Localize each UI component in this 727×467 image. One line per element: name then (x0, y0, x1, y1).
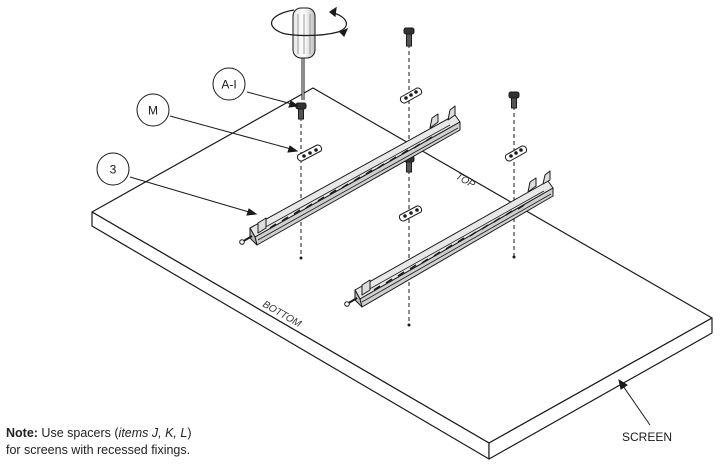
callout-m-label: M (148, 104, 158, 118)
rotation-arrow-icon (270, 6, 349, 38)
note-items: items J, K, L (118, 426, 188, 440)
spacers (296, 87, 528, 222)
spacer-note: Note: Use spacers (items J, K, L) for sc… (6, 425, 192, 459)
panel-side-face (488, 317, 713, 460)
spacer-middle (398, 205, 423, 222)
screw-top-center (403, 27, 415, 47)
callout-3-label: 3 (110, 163, 117, 177)
rail-right-slots (373, 204, 525, 291)
callout-a-i-label: A-I (221, 78, 236, 92)
spacer-top-center (399, 87, 423, 104)
screw-right (508, 91, 520, 109)
note-text-2: ) (187, 426, 192, 440)
spacer-right (504, 145, 528, 162)
note-line-1: Note: Use spacers (items J, K, L) (6, 425, 192, 442)
callout-3: 3 (96, 152, 130, 186)
rail-left-slots (269, 136, 433, 229)
callout-leaders (129, 91, 651, 426)
screen-label: SCREEN (622, 430, 672, 444)
spacer-left (296, 144, 323, 162)
note-line-2: for screens with recessed fixings. (6, 443, 191, 457)
note-text-1: Use spacers ( (37, 426, 119, 440)
guide-end-dots (299, 255, 516, 327)
screwdriver (292, 7, 316, 100)
callout-a-i: A-I (212, 67, 246, 101)
mounting-rail-right (344, 170, 554, 308)
callout-m: M (136, 93, 170, 127)
note-prefix: Note: (6, 426, 38, 440)
